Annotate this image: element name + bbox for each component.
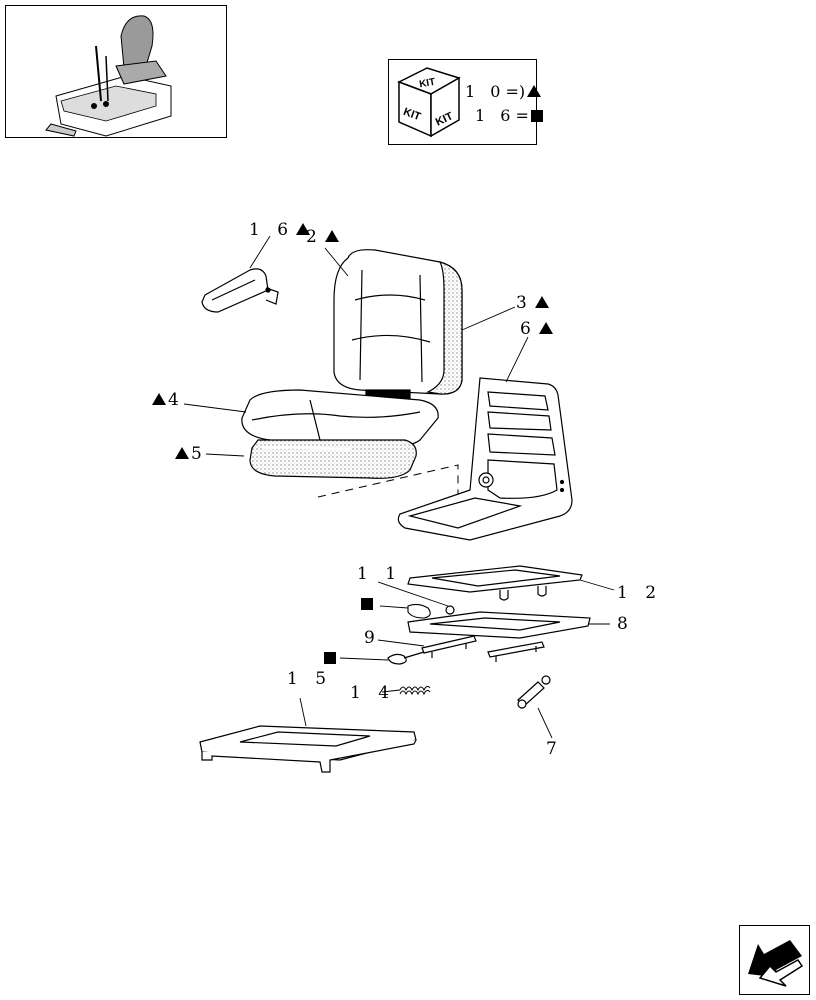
lower-base-part <box>199 725 417 773</box>
navigation-arrow-icon[interactable] <box>740 926 811 996</box>
triangle-icon <box>527 85 542 97</box>
callout-5-text: 5 <box>191 444 208 464</box>
kit-legend: KIT KIT KIT 1 0=) 1 6= <box>388 59 543 145</box>
callout-7-text: 7 <box>546 739 563 759</box>
triangle-icon <box>538 322 553 334</box>
kit-cube-top-text: KIT <box>418 77 436 91</box>
backrest-part <box>333 249 463 399</box>
triangle-icon <box>152 393 166 405</box>
triangle-icon <box>534 296 549 308</box>
square-icon <box>530 110 543 122</box>
armrest-part <box>201 268 279 313</box>
seat-foam-part <box>249 439 417 479</box>
triangle-icon <box>296 223 311 235</box>
callout-3-text: 3 <box>516 293 533 313</box>
callout-16: 1 6 <box>249 222 312 239</box>
seat-location-thumbnail <box>5 5 227 138</box>
lever-part-upper <box>407 603 431 619</box>
slide-plate-part <box>407 565 583 601</box>
callout-5: 5 <box>173 446 208 463</box>
gas-strut-part <box>517 675 551 709</box>
callout-8: 8 <box>617 616 634 633</box>
square-marker-upper-icon <box>361 598 373 610</box>
triangle-icon <box>324 230 339 242</box>
dashed-link-line <box>317 464 459 498</box>
callout-2-text: 2 <box>306 227 323 247</box>
callout-15: 1 5 <box>287 671 332 688</box>
kit-cube-icon: KIT KIT KIT <box>397 67 461 138</box>
callout-11: 1 1 <box>357 566 402 583</box>
callout-7: 7 <box>546 741 563 758</box>
callout-12-text: 1 2 <box>617 583 663 603</box>
callout-2: 2 <box>306 229 341 246</box>
triangle-icon <box>175 447 189 459</box>
callout-9: 9 <box>364 630 381 647</box>
callout-14: 1 4 <box>350 685 395 702</box>
kit-line-1-text: 1 0 <box>465 82 506 101</box>
callout-4: 4 <box>150 392 185 409</box>
square-marker-lower-icon <box>324 652 336 664</box>
seat-location-thumbnail-icon <box>45 15 172 137</box>
callout-6-text: 6 <box>520 319 537 339</box>
callout-3: 3 <box>516 295 551 312</box>
callout-6: 6 <box>520 321 555 338</box>
callout-11-text: 1 1 <box>357 564 403 584</box>
callout-4-text: 4 <box>168 390 185 410</box>
slide-rails-part <box>387 635 545 665</box>
next-page-navigation[interactable] <box>739 925 810 995</box>
callout-16-text: 1 6 <box>249 220 295 240</box>
kit-cube-left-text: KIT <box>402 106 423 123</box>
callout-14-text: 1 4 <box>350 683 396 703</box>
kit-line-2: 1 6= <box>475 106 545 125</box>
callout-9-text: 9 <box>364 628 381 648</box>
callout-12: 1 2 <box>617 585 662 602</box>
callout-8-text: 8 <box>617 614 634 634</box>
seat-cushion-part <box>241 389 439 447</box>
base-plate-part <box>407 611 591 639</box>
kit-line-1: 1 0=) <box>465 82 543 101</box>
seat-frame-part <box>397 377 573 541</box>
knob-part <box>445 605 455 615</box>
callout-15-text: 1 5 <box>287 669 333 689</box>
leader-lines <box>183 235 615 739</box>
spring-part <box>399 685 431 696</box>
kit-line-2-text: 1 6 <box>475 106 516 125</box>
